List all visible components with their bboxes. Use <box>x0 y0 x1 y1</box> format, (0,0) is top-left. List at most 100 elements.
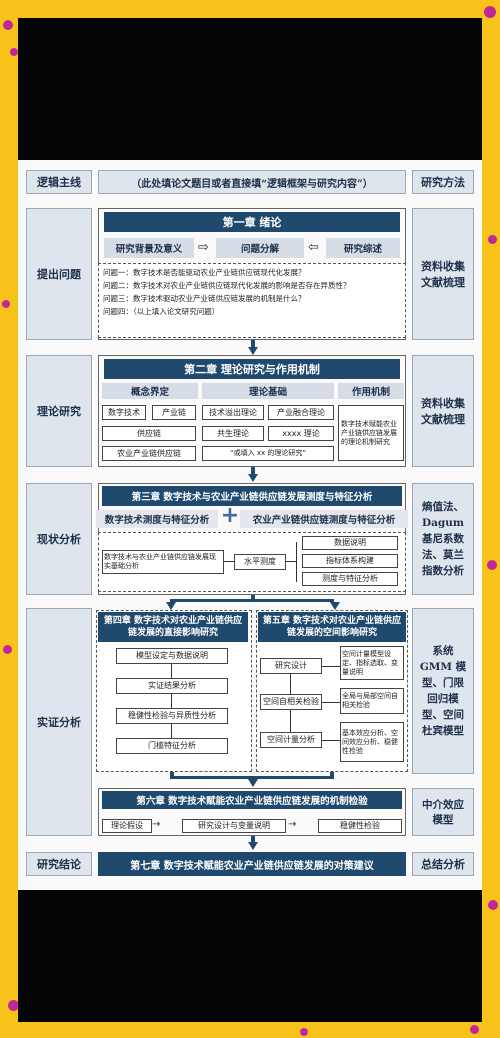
stage-empirical: 实证分析 <box>26 608 92 836</box>
connector-line <box>290 710 291 732</box>
flow-stem <box>251 595 255 601</box>
concept-agri-chain: 农业产业链供应链 <box>102 446 196 461</box>
connector-line <box>171 694 172 708</box>
flow-stem <box>330 772 334 778</box>
decor-dot <box>3 20 13 30</box>
connector-line <box>171 664 172 678</box>
theory-spillover: 技术溢出理论 <box>202 405 264 420</box>
decor-dot <box>3 645 12 654</box>
connector-line <box>322 740 340 741</box>
logic-line-label: 逻辑主线 <box>26 170 92 194</box>
chapter4-title: 第四章 数字技术对农业产业链供应链发展的直接影响研究 <box>98 612 248 642</box>
concept-supply-chain: 供应链 <box>102 426 196 441</box>
method-3: 熵值法、Dagum 基尼系数法、莫兰指数分析 <box>412 483 474 595</box>
down-arrow-icon <box>248 779 258 787</box>
ch6-robust: 稳健性检验 <box>318 819 402 833</box>
stage-theory: 理论研究 <box>26 355 92 467</box>
down-arrow-icon <box>248 474 258 482</box>
ch3-indicator: 指标体系构建 <box>302 554 398 568</box>
ch5-autocorr-desc: 全局与局部空间自相关检验 <box>340 688 404 714</box>
connector-line <box>296 542 297 582</box>
ch3-basis: 数字技术与农业产业链供应链发展现实基础分析 <box>102 550 224 574</box>
ch5-model-desc: 空间计量模型设定、指标选取、变量说明 <box>340 646 404 680</box>
method-6: 总结分析 <box>412 852 474 876</box>
theory-integration: 产业融合理论 <box>268 405 334 420</box>
down-arrow-icon <box>166 602 176 610</box>
arrow-left-icon: ⇦ <box>308 240 319 255</box>
down-arrow-icon <box>330 602 340 610</box>
connector-line <box>224 561 234 562</box>
down-arrow-icon <box>248 347 258 355</box>
flow-stem <box>251 340 255 348</box>
ch5-design: 研究设计 <box>260 658 322 674</box>
chapter2-title: 第二章 理论研究与作用机制 <box>104 359 400 379</box>
chapter3-title: 第三章 数字技术与农业产业链供应链发展测度与特征分析 <box>102 486 402 506</box>
ch3-data-desc: 数据说明 <box>302 536 398 550</box>
theory-symbiosis: 共生理论 <box>202 426 264 441</box>
chapter6-title: 第六章 数字技术赋能农业产业链供应链发展的机制检验 <box>102 791 402 809</box>
method-label: 研究方法 <box>412 170 474 194</box>
decor-dot <box>488 900 498 910</box>
connector-line <box>290 674 291 694</box>
decor-dot <box>484 6 496 18</box>
question-2: 问题二：数字技术对农业产业链供应链现代化发展的影响是否存在异质性？ <box>103 281 351 290</box>
method-2: 资料收集 文献梳理 <box>412 355 474 467</box>
concept-digital-tech: 数字技术 <box>102 405 146 420</box>
ch2-col1-title: 概念界定 <box>102 383 198 399</box>
question-3: 问题三：数字技术驱动农业产业链供应链发展的机制是什么？ <box>103 294 306 303</box>
ch3-feature: 测度与特征分析 <box>302 572 398 586</box>
down-arrow-icon <box>248 842 258 850</box>
question-1: 问题一：数字技术是否能驱动农业产业链供应链现代化发展？ <box>103 268 306 277</box>
connector-line <box>322 666 340 667</box>
question-4: 问题四：（以上填入论文研究问题） <box>103 307 220 316</box>
arrow-right-icon: → <box>152 819 161 830</box>
theory-xxxx: xxxx 理论 <box>268 426 334 441</box>
decor-dot <box>470 1025 479 1034</box>
ch3-agri-measure: 农业产业链供应链测度与特征分析 <box>240 510 408 528</box>
chapter5-title: 第五章 数字技术对农业产业链供应链发展的空间影响研究 <box>258 612 406 642</box>
ch1-step-review: 研究综述 <box>326 238 400 258</box>
ch5-effect-desc: 基本效应分析、空间效应分析、稳健性检验 <box>340 722 404 762</box>
mechanism-text: 数字技术赋能农业产业链供应链发展的理论机制研究 <box>338 405 404 461</box>
stage-propose-problem: 提出问题 <box>26 208 92 340</box>
decor-dot <box>8 1000 19 1011</box>
ch5-econometric: 空间计量分析 <box>260 732 322 748</box>
diagram-title: （此处填论文题目或者直接填“逻辑框架与研究内容”） <box>98 170 406 194</box>
ch4-robustness: 稳健性检验与异质性分析 <box>116 708 228 724</box>
decor-dot <box>487 560 497 570</box>
ch2-col2-title: 理论基础 <box>202 383 334 399</box>
flow-stem <box>170 772 174 778</box>
ch1-step-decompose: 问题分解 <box>216 238 304 258</box>
arrow-right-icon: ⇨ <box>198 240 209 255</box>
ch6-hypothesis: 理论假设 <box>102 819 152 833</box>
decor-dot <box>488 235 497 244</box>
ch2-col3-title: 作用机制 <box>338 383 404 399</box>
chapter6-frame <box>98 788 406 836</box>
ch1-step-background: 研究背景及意义 <box>104 238 194 258</box>
method-4: 系统GMM 模型、门限回归模型、空间杜宾模型 <box>412 608 474 774</box>
connector-line <box>286 561 296 562</box>
ch4-result: 实证结果分析 <box>116 678 228 694</box>
ch3-digital-measure: 数字技术测度与特征分析 <box>96 510 218 528</box>
top-black-band <box>18 18 482 160</box>
ch4-model-setup: 模型设定与数据说明 <box>116 648 228 664</box>
stage-status: 现状分析 <box>26 483 92 595</box>
ch6-design: 研究设计与变量说明 <box>182 819 286 833</box>
theory-placeholder: “或填入 xx 的理论研究” <box>202 446 334 461</box>
merge-line <box>170 776 334 779</box>
decor-dot <box>300 1028 308 1036</box>
ch5-autocorr: 空间自相关检验 <box>260 694 322 710</box>
flow-stem <box>251 836 255 842</box>
method-5: 中介效应模型 <box>412 788 474 836</box>
stage-conclusion: 研究结论 <box>26 852 92 876</box>
concept-industry-chain: 产业链 <box>152 405 196 420</box>
bottom-black-band <box>18 890 482 1022</box>
flow-stem <box>251 467 255 475</box>
ch3-level: 水平测度 <box>234 554 286 570</box>
chapter7-title: 第七章 数字技术赋能农业产业链供应链发展的对策建议 <box>98 852 406 876</box>
decor-dot <box>2 300 10 308</box>
ch4-threshold: 门槛特征分析 <box>116 738 228 754</box>
split-line <box>170 599 334 602</box>
chapter1-title: 第一章 绪论 <box>104 212 400 232</box>
connector-line <box>171 724 172 738</box>
